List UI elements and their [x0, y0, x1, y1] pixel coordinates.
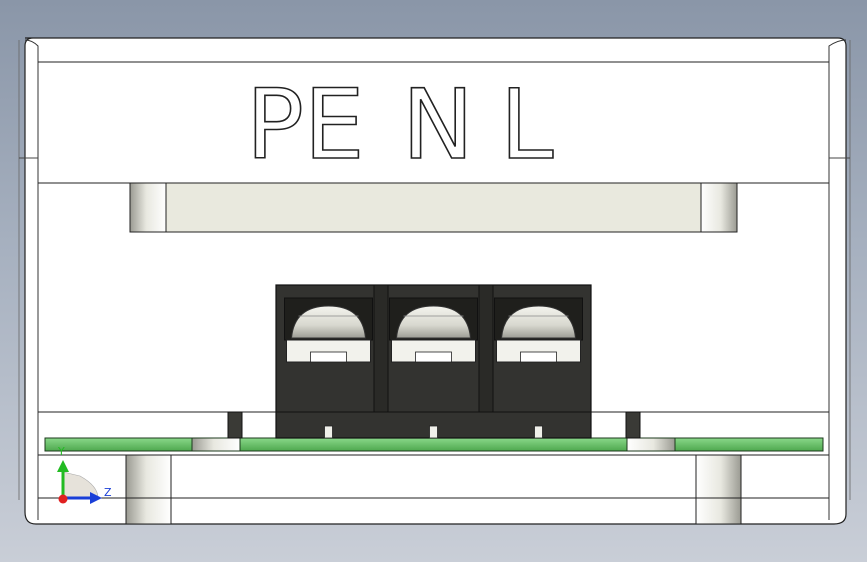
terminal-screw-head [500, 305, 577, 339]
right-post [700, 182, 738, 233]
label-window [129, 182, 738, 233]
x-axis-dot [58, 494, 68, 504]
terminal-clamp-tab [520, 351, 557, 363]
terminal-clamp-tab [415, 351, 452, 363]
label-l: L [500, 69, 553, 181]
terminal-block [227, 284, 641, 439]
terminal-pin [324, 425, 333, 439]
terminal-labels: PE N L [245, 68, 554, 182]
terminal-screw-head [395, 305, 472, 339]
terminal-divider [478, 284, 494, 413]
axis-triad: Y Z [57, 445, 112, 504]
y-axis-label: Y [57, 445, 65, 458]
terminal-pin [429, 425, 438, 439]
z-axis-arrow [90, 492, 102, 504]
terminal-pin [534, 425, 543, 439]
terminal-screw-head [290, 305, 367, 339]
pcb [44, 437, 824, 452]
terminal-divider [373, 284, 389, 413]
left-post [129, 182, 167, 233]
y-axis-arrow [57, 460, 69, 472]
z-axis-label: Z [104, 486, 112, 499]
label-n: N [402, 69, 474, 181]
base-feet [125, 454, 742, 525]
terminal-clamp-tab [310, 351, 347, 363]
label-pe: PE [246, 69, 365, 181]
